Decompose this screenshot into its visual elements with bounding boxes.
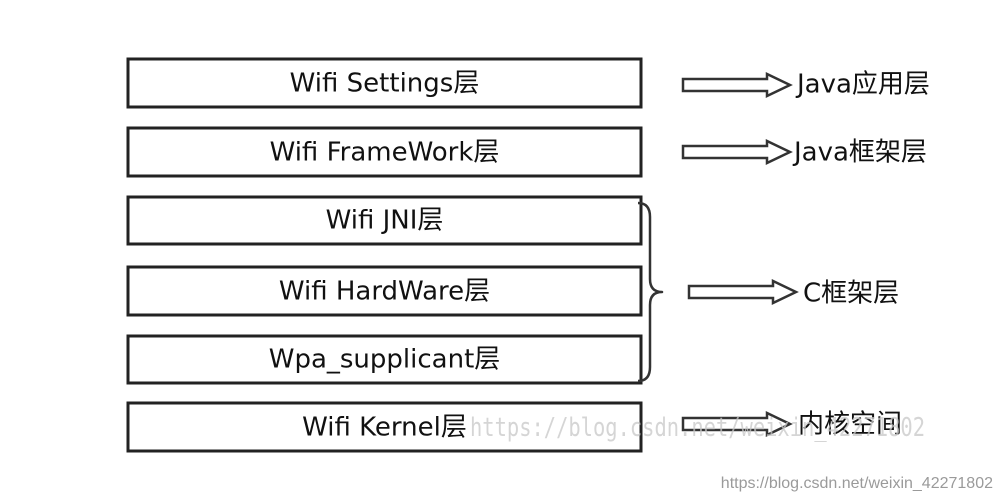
layer-box-hardware: Wifi HardWare层 (126, 265, 643, 317)
layer-box-frame (126, 126, 643, 178)
side-label-kernel-space: 内核空间 (798, 410, 902, 440)
arrow-right-icon (681, 139, 793, 165)
watermark-text: https://blog.csdn.net/weixin_42271802 (470, 413, 925, 443)
layer-box-frame (126, 401, 643, 453)
layer-label-settings: Wifi Settings层 (290, 69, 480, 99)
side-label-java-framework: Java框架层 (792, 138, 927, 168)
curly-brace-icon (637, 201, 664, 383)
layer-label-wpa-supplicant: Wpa_supplicant层 (269, 345, 501, 375)
layer-label-framework: Wifi FrameWork层 (270, 138, 500, 168)
layer-label-hardware: Wifi HardWare层 (279, 277, 490, 307)
arrow-right-icon (681, 411, 793, 437)
layer-box-frame (126, 195, 643, 246)
layer-label-kernel: Wifi Kernel层 (302, 413, 467, 443)
layer-box-settings: Wifi Settings层 (126, 57, 643, 109)
layer-box-framework: Wifi FrameWork层 (126, 126, 643, 178)
layer-box-frame (126, 265, 643, 317)
layer-box-wpa-supplicant: Wpa_supplicant层 (126, 334, 643, 385)
footer-url: https://blog.csdn.net/weixin_42271802 (721, 475, 993, 492)
arrow-right-icon (687, 279, 799, 305)
layer-box-jni: Wifi JNI层 (126, 195, 643, 246)
layer-box-frame (126, 334, 643, 385)
side-label-java-app: Java应用层 (795, 70, 930, 100)
side-label-c-framework: C框架层 (803, 279, 899, 309)
layer-label-jni: Wifi JNI层 (326, 206, 444, 236)
layer-box-kernel: Wifi Kernel层 (126, 401, 643, 453)
arrow-right-icon (681, 72, 793, 98)
layer-box-frame (126, 57, 643, 109)
